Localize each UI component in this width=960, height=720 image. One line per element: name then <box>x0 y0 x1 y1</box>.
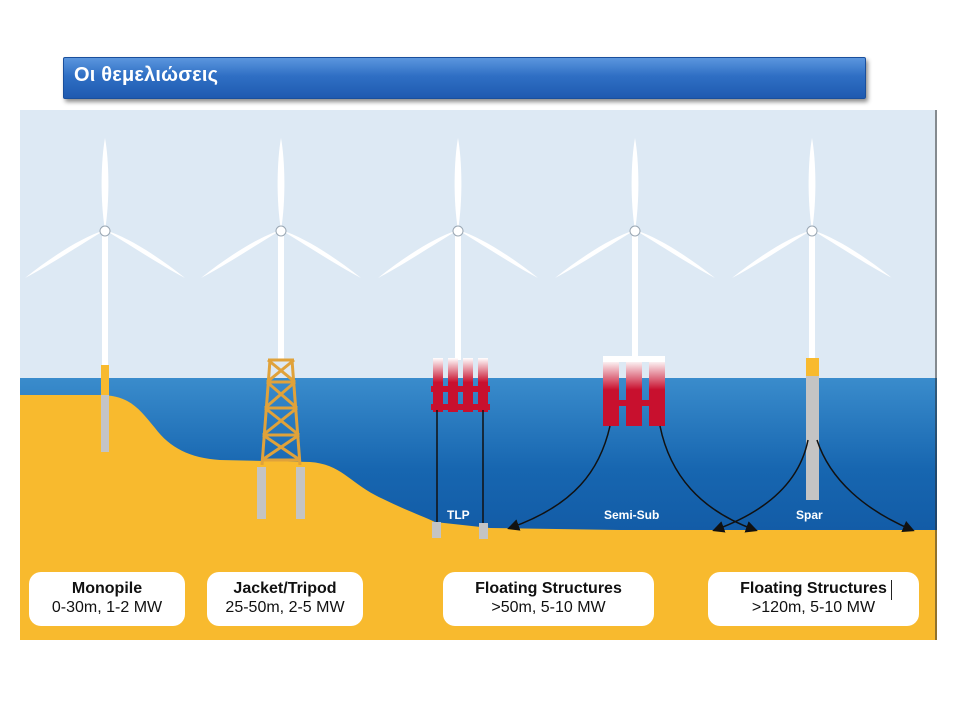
semisub-label: Semi-Sub <box>604 508 659 522</box>
turbine-spar: Spar <box>712 138 915 533</box>
sky <box>20 110 937 380</box>
rotor <box>378 138 538 278</box>
foundation-name: Monopile <box>71 580 143 597</box>
semisub-floater <box>603 356 665 426</box>
pile-right <box>296 467 305 519</box>
anchor-left <box>432 522 441 538</box>
turbine-tlp: TLP <box>378 138 538 539</box>
jacket-lattice <box>260 358 302 466</box>
rotor <box>201 138 361 278</box>
tower <box>102 232 108 365</box>
mooring-right <box>659 425 758 533</box>
pile-left <box>257 467 266 519</box>
rotor <box>732 138 892 278</box>
label-jacket: Jacket/Tripod 25-50m, 2-5 MW <box>207 572 363 626</box>
mooring-left <box>507 425 611 531</box>
label-floating-tlp: Floating Structures >50m, 5-10 MW <box>443 572 654 626</box>
spar-transition <box>806 358 819 376</box>
label-floating-spar: Floating Structures >120m, 5-10 MW <box>708 572 919 626</box>
title-bar: Οι θεμελιώσεις <box>63 57 866 99</box>
label-monopile: Monopile 0-30m, 1-2 MW <box>29 572 185 626</box>
page-title: Οι θεμελιώσεις <box>74 64 219 86</box>
tower <box>809 232 815 360</box>
spar-hull <box>806 376 819 500</box>
mooring-left <box>712 439 809 533</box>
tower <box>455 232 461 360</box>
foundation-name: Floating Structures <box>740 580 887 597</box>
mooring-right <box>816 439 915 532</box>
foundation-name: Jacket/Tripod <box>233 580 337 597</box>
foundation-spec: 0-30m, 1-2 MW <box>51 599 163 616</box>
rotor <box>555 138 715 278</box>
foundation-spec: 25-50m, 2-5 MW <box>225 599 345 616</box>
turbine-semisub: Semi-Sub <box>507 138 758 533</box>
tlp-label: TLP <box>447 508 470 522</box>
foundation-spec: >120m, 5-10 MW <box>751 599 876 616</box>
tower <box>632 232 638 362</box>
foundation-diagram: TLP Semi-Sub <box>20 110 937 640</box>
text-cursor <box>891 580 892 600</box>
diagram-svg: TLP Semi-Sub <box>20 110 937 640</box>
transition-piece <box>101 365 109 395</box>
anchor-right <box>479 523 488 539</box>
rotor <box>25 138 185 278</box>
foundation-spec: >50m, 5-10 MW <box>491 599 606 616</box>
foundation-name: Floating Structures <box>475 580 622 597</box>
spar-label: Spar <box>796 508 823 522</box>
tower <box>278 232 284 360</box>
monopile <box>101 395 109 452</box>
turbine-monopile <box>25 138 185 452</box>
turbine-jacket <box>201 138 361 519</box>
tlp-floater <box>431 358 490 412</box>
